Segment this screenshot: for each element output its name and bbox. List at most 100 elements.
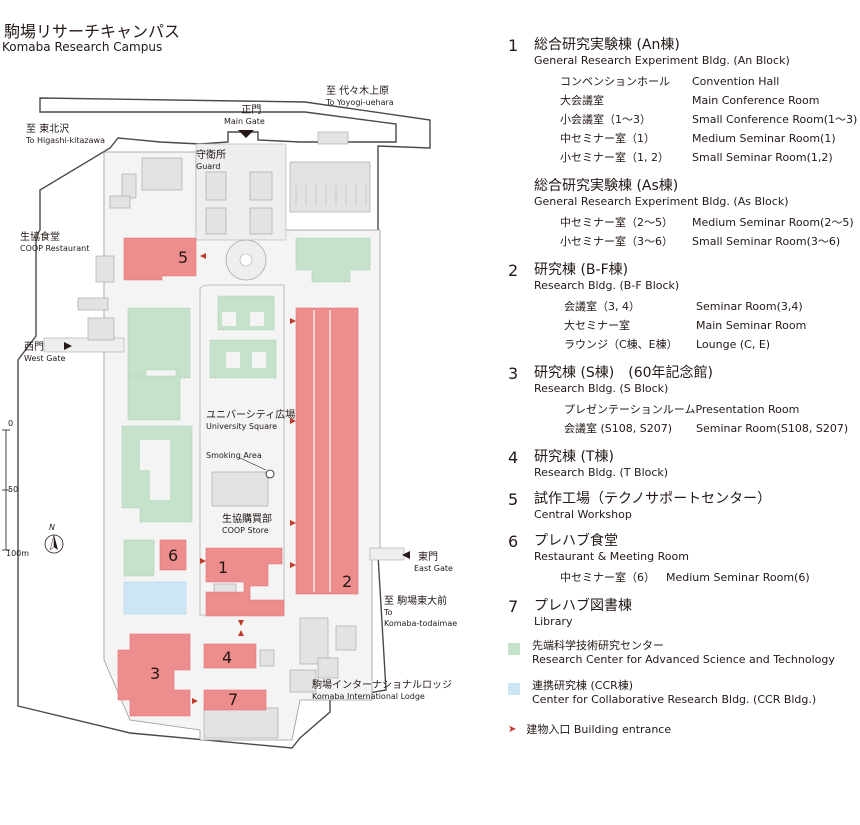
guard-en: Guard [196, 162, 221, 171]
rcast-swatch [508, 643, 520, 655]
building-2-dividers [313, 310, 331, 592]
room-jp: 中セミナー室（1） [560, 132, 655, 145]
key-jp: 先端科学技術研究センター [532, 639, 664, 652]
coop-restaurant-label: 生協食堂 COOP Restaurant [20, 232, 89, 254]
room-jp: 会議室 (S108, S207) [564, 422, 673, 435]
room-jp: 小セミナー室（3〜6） [560, 235, 673, 248]
room-en: Convention Hall [692, 75, 780, 88]
legend-building-6[interactable]: 6 プレハブ食堂 Restaurant & Meeting Room 中セミナー… [508, 532, 858, 587]
parking-lot [295, 185, 367, 205]
legend-number: 4 [508, 448, 519, 467]
east-road [369, 547, 405, 561]
smoking-area-marker [265, 469, 275, 479]
scale-0: 0 [8, 419, 14, 428]
room-en: Small Seminar Room(3〜6) [692, 235, 841, 248]
room-row: 大セミナー室 Main Seminar Room [564, 316, 858, 335]
west-gate-en: West Gate [24, 354, 66, 363]
target-buildings[interactable] [117, 237, 359, 717]
east-gate-jp: 東門 [418, 552, 438, 563]
scale-50: 50 [8, 485, 19, 494]
main-gate-jp: 正門 [241, 105, 262, 116]
room-jp: 大セミナー室 [564, 319, 630, 332]
map-number-3: 3 [150, 664, 161, 683]
legend-building-en: Research Bldg. (T Block) [534, 466, 669, 479]
room-jp: 中セミナー室（6） [560, 571, 655, 584]
room-row: 小セミナー室（3〜6） Small Seminar Room(3〜6) [560, 232, 858, 251]
coop-restaurant-jp: 生協食堂 [20, 232, 60, 243]
coop-store-en: COOP Store [222, 526, 269, 535]
todaimae-jp: 至 駒場東大前 [384, 596, 448, 607]
yoyogi-jp: 至 代々木上原 [326, 86, 390, 97]
legend-building-7[interactable]: 7 プレハブ図書棟 Library [508, 597, 858, 629]
room-row: ラウンジ（C棟、E棟）Lounge (C, E) [564, 335, 858, 354]
room-jp: 中セミナー室（2〜5） [560, 216, 673, 229]
west-gate-label: 西門 West Gate [24, 342, 65, 364]
legend-building-en: Research Bldg. (S Block) [534, 382, 669, 395]
legend-building-4[interactable]: 4 研究棟 (T棟) Research Bldg. (T Block) [508, 448, 858, 480]
ccr-building[interactable] [123, 581, 187, 615]
legend-building-en: Restaurant & Meeting Room [534, 550, 689, 563]
roundabout-center [239, 253, 253, 267]
room-en: Main Seminar Room [696, 319, 807, 332]
smoking-area-label: Smoking Area [206, 451, 262, 460]
key-jp: 連携研究棟 (CCR棟) [532, 679, 634, 692]
legend-building-1[interactable]: 1 総合研究実験棟 (An棟) General Research Experim… [508, 36, 858, 167]
higashi-label: 至 東北沢 To Higashi-kitazawa [26, 124, 105, 146]
legend-number: 1 [508, 36, 519, 55]
map-number-4: 4 [222, 648, 233, 667]
key-en: Research Center for Advanced Science and… [532, 653, 835, 666]
entrance-label: 建物入口 Building entrance [526, 723, 672, 736]
room-row: コンベンションホール Convention Hall [560, 72, 858, 91]
map-number-1: 1 [218, 558, 229, 577]
university-square-label: ユニバーシティ広場 University Square [206, 410, 295, 432]
legend-building-jp: 試作工場（テクノサポートセンター） [534, 491, 772, 507]
room-en: Presentation Room [695, 403, 800, 416]
entrance-arrow-icon: ➤ [508, 723, 517, 735]
east-gate-arrow [402, 551, 410, 559]
campus-map[interactable] [0, 0, 500, 825]
room-jp: 大会議室 [560, 94, 604, 107]
legend-key-entrance: ➤ 建物入口 Building entrance [508, 721, 858, 737]
room-en: Seminar Room(3,4) [696, 300, 803, 313]
legend-building-2[interactable]: 2 研究棟 (B-F棟) Research Bldg. (B-F Block) … [508, 261, 858, 354]
main-gate-en: Main Gate [224, 117, 265, 126]
entrance-arrows [192, 253, 296, 704]
legend-building-jp: 研究棟 (T棟) [534, 449, 614, 465]
map-number-2: 2 [342, 572, 353, 591]
room-row: 会議室 (S108, S207)Seminar Room(S108, S207) [564, 419, 858, 438]
room-row: 中セミナー室（6）Medium Seminar Room(6) [560, 568, 858, 587]
building-2 [295, 307, 359, 595]
legend-building-1-as[interactable]: 総合研究実験棟 (As棟) General Research Experimen… [508, 177, 858, 251]
key-en: Center for Collaborative Research Bldg. … [532, 693, 817, 706]
legend-building-en: General Research Experiment Bldg. (As Bl… [534, 195, 789, 208]
todaimae-en1: To [384, 608, 393, 617]
map-number-5: 5 [178, 248, 189, 267]
legend-building-en: General Research Experiment Bldg. (An Bl… [534, 54, 790, 67]
coop-store-jp: 生協購買部 [222, 514, 272, 525]
legend-building-en: Research Bldg. (B-F Block) [534, 279, 680, 292]
room-jp: コンベンションホール [560, 75, 670, 88]
legend-building-jp: 研究棟 (B-F棟) [534, 262, 629, 278]
higashi-jp: 至 東北沢 [26, 124, 70, 135]
campus-boundary [17, 97, 431, 749]
room-en: Lounge (C, E) [696, 338, 771, 351]
room-row: 中セミナー室（1）Medium Seminar Room(1) [560, 129, 858, 148]
legend-number: 5 [508, 490, 519, 509]
building-4 [203, 643, 257, 669]
room-jp: プレゼンテーションルーム [564, 403, 696, 416]
building-3 [117, 633, 191, 717]
university-square-jp: ユニバーシティ広場 [206, 410, 296, 421]
lodge-en: Komaba International Lodge [312, 692, 425, 701]
legend-building-5[interactable]: 5 試作工場（テクノサポートセンター） Central Workshop [508, 490, 858, 522]
room-jp: 小会議室（1〜3） [560, 113, 651, 126]
main-gate-label: 正門 Main Gate [224, 105, 265, 127]
legend-number: 7 [508, 597, 519, 616]
main-gate-arrow [238, 130, 254, 138]
todaimae-en2: Komaba-todaimae [384, 619, 458, 628]
university-square-en: University Square [206, 422, 278, 431]
map-subtitle: Komaba Research Campus [2, 40, 163, 54]
legend-building-en: Library [534, 615, 573, 628]
building-7 [203, 689, 267, 711]
legend-building-3[interactable]: 3 研究棟 (S棟) (60年記念館) Research Bldg. (S Bl… [508, 364, 858, 438]
